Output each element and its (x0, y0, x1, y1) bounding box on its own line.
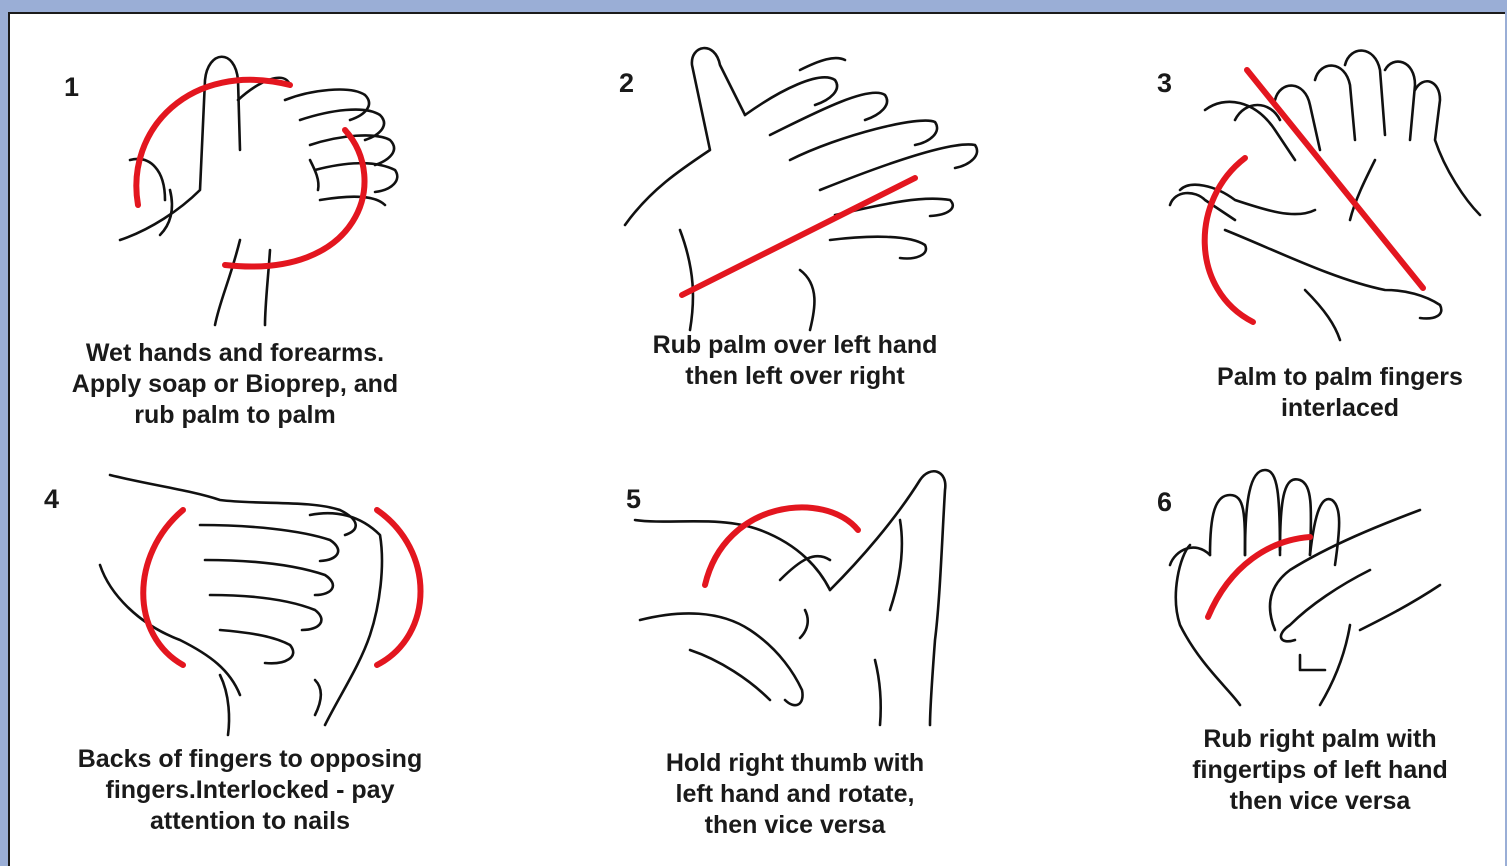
step-6-caption: Rub right palm with fingertips of left h… (1150, 724, 1490, 817)
step-1-number: 1 (64, 72, 79, 103)
step-5-caption: Hold right thumb with left hand and rota… (610, 748, 980, 841)
hands-rub-palm-to-palm-icon (110, 40, 430, 330)
hands-backs-of-fingers-icon (80, 465, 440, 745)
step-1-caption: Wet hands and forearms. Apply soap or Bi… (20, 338, 450, 431)
step-3-caption: Palm to palm fingers interlaced (1170, 362, 1507, 424)
hands-fingers-interlaced-icon (1165, 40, 1485, 340)
step-4-number: 4 (44, 484, 59, 515)
hands-rotate-thumb-icon (630, 460, 960, 730)
hands-palm-over-back-icon (620, 40, 990, 330)
hands-fingertips-in-palm-icon (1160, 455, 1460, 715)
step-4-caption: Backs of fingers to opposing fingers.Int… (30, 744, 470, 837)
step-2-caption: Rub palm over left hand then left over r… (600, 330, 990, 392)
